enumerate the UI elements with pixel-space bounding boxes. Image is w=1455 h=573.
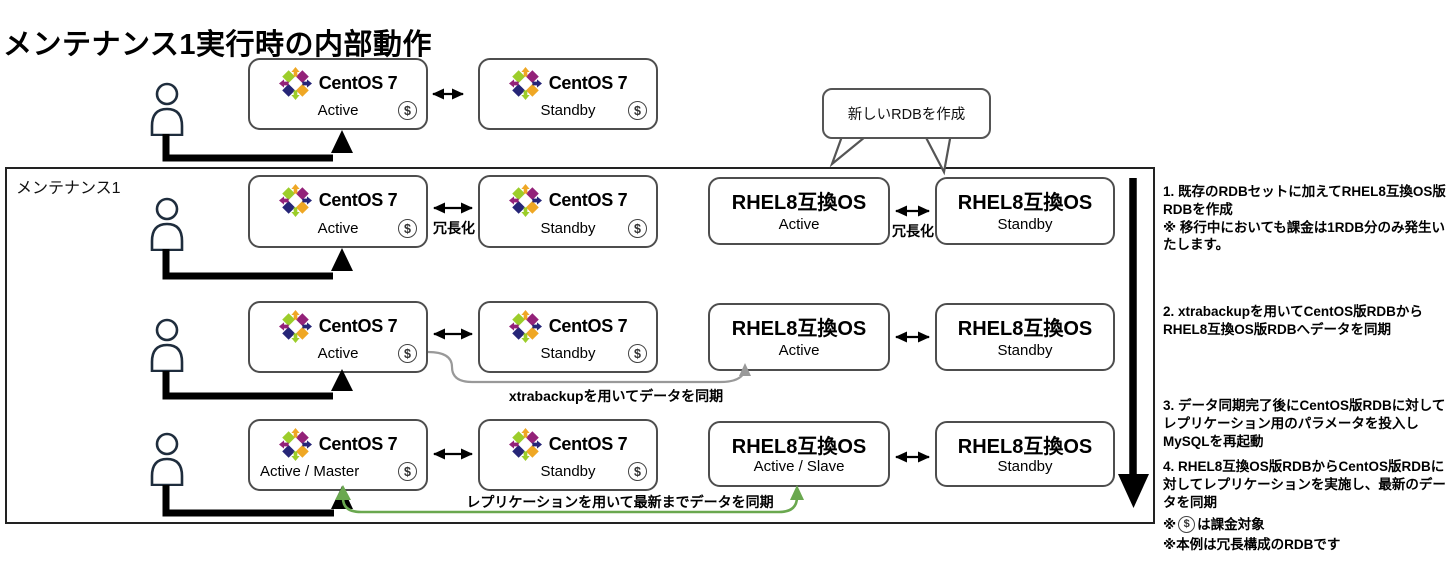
- replication-label: レプリケーションを用いて最新までデータを同期: [466, 494, 774, 510]
- user-flow-arrowhead: [331, 130, 353, 153]
- node-state: Standby: [540, 220, 596, 237]
- node-state: Standby: [997, 342, 1053, 359]
- centos-logo-icon: [509, 310, 542, 343]
- centos-logo-icon: [279, 310, 312, 343]
- step-3-text: 3. データ同期完了後にCentOS版RDBに対してレプリケーション用のパラメー…: [1163, 398, 1446, 449]
- node-centos-standby-row2: CentOS 7 Standby $: [478, 301, 658, 373]
- node-state: Active: [317, 220, 359, 237]
- step-4-text: 4. RHEL8互換OS版RDBからCentOS版RDBに対してレプリケーション…: [1163, 459, 1446, 510]
- billing-icon: $: [398, 219, 417, 238]
- user-icon: [148, 197, 186, 251]
- os-title: RHEL8互換OS: [731, 192, 867, 214]
- node-centos-standby-row3: CentOS 7 Standby $: [478, 419, 658, 491]
- node-centos-active-row1: CentOS 7 Active $: [248, 175, 428, 248]
- os-title: CentOS 7: [318, 73, 398, 93]
- node-rhel-standby-row3: RHEL8互換OS Standby: [935, 421, 1115, 487]
- footnotes: ※$は課金対象 ※本例は冗長構成のRDBです: [1163, 515, 1340, 554]
- callout-bubble: 新しいRDBを作成: [822, 88, 991, 139]
- user-icon: [148, 432, 186, 486]
- user-icon: [148, 82, 186, 136]
- os-title: CentOS 7: [548, 434, 628, 454]
- node-state: Standby: [540, 463, 596, 480]
- maintenance-frame-label: メンテナンス1: [16, 180, 121, 197]
- os-title: CentOS 7: [318, 190, 398, 210]
- centos-logo-icon: [279, 184, 312, 217]
- node-state: Standby: [997, 458, 1053, 475]
- redundancy-label-rhel: 冗長化: [892, 223, 934, 239]
- node-centos-standby-row0: CentOS 7 Standby $: [478, 58, 658, 130]
- billing-icon: $: [1178, 516, 1196, 534]
- billing-icon: $: [398, 101, 417, 120]
- billing-icon: $: [628, 101, 647, 120]
- user-icon: [148, 318, 186, 372]
- xtrabackup-label: xtrabackupを用いてデータを同期: [508, 388, 724, 404]
- node-state: Standby: [540, 102, 596, 119]
- node-state: Active: [778, 342, 820, 359]
- node-rhel-standby-row2: RHEL8互換OS Standby: [935, 303, 1115, 371]
- billing-icon: $: [398, 344, 417, 363]
- os-title: RHEL8互換OS: [731, 436, 867, 458]
- node-rhel-active-row2: RHEL8互換OS Active: [708, 303, 890, 371]
- node-centos-active-master-row3: CentOS 7 Active / Master $: [248, 419, 428, 491]
- node-rhel-active-row1: RHEL8互換OS Active: [708, 177, 890, 245]
- centos-logo-icon: [279, 428, 312, 461]
- node-rhel-standby-row1: RHEL8互換OS Standby: [935, 177, 1115, 245]
- os-title: RHEL8互換OS: [957, 192, 1093, 214]
- billing-icon: $: [398, 462, 417, 481]
- os-title: RHEL8互換OS: [731, 318, 867, 340]
- footnote-billing: ※$は課金対象: [1163, 515, 1340, 535]
- node-centos-active-row0: CentOS 7 Active $: [248, 58, 428, 130]
- footnote-redundancy: ※本例は冗長構成のRDBです: [1163, 536, 1341, 552]
- billing-icon: $: [628, 219, 647, 238]
- os-title: RHEL8互換OS: [957, 436, 1093, 458]
- node-state: Active: [778, 216, 820, 233]
- node-rhel-active-slave-row3: RHEL8互換OS Active / Slave: [708, 421, 890, 487]
- centos-logo-icon: [279, 67, 312, 100]
- centos-logo-icon: [509, 428, 542, 461]
- footnote-prefix: ※: [1163, 517, 1177, 532]
- billing-icon: $: [628, 462, 647, 481]
- step-1-text: 1. 既存のRDBセットに加えてRHEL8互換OS版RDBを作成 ※ 移行中にお…: [1163, 184, 1446, 253]
- os-title: CentOS 7: [548, 73, 628, 93]
- node-state: Active: [317, 345, 359, 362]
- os-title: CentOS 7: [548, 190, 628, 210]
- centos-logo-icon: [509, 184, 542, 217]
- os-title: CentOS 7: [318, 434, 398, 454]
- node-state: Active / Master: [260, 463, 360, 480]
- user-flow-arrow-row0: [162, 134, 333, 162]
- node-centos-standby-row1: CentOS 7 Standby $: [478, 175, 658, 248]
- node-state: Active: [317, 102, 359, 119]
- os-title: CentOS 7: [548, 316, 628, 336]
- page-title: メンテナンス1実行時の内部動作: [3, 29, 433, 62]
- centos-logo-icon: [509, 67, 542, 100]
- os-title: CentOS 7: [318, 316, 398, 336]
- os-title: RHEL8互換OS: [957, 318, 1093, 340]
- footnote-suffix: は課金対象: [1197, 517, 1265, 532]
- step-2-text: 2. xtrabackupを用いてCentOS版RDBからRHEL8互換OS版R…: [1163, 304, 1423, 337]
- node-centos-active-row2: CentOS 7 Active $: [248, 301, 428, 373]
- billing-icon: $: [628, 344, 647, 363]
- redundancy-label-centos: 冗長化: [433, 220, 475, 236]
- node-state: Active / Slave: [753, 458, 845, 475]
- node-state: Standby: [997, 216, 1053, 233]
- callout-text: 新しいRDBを作成: [847, 107, 966, 123]
